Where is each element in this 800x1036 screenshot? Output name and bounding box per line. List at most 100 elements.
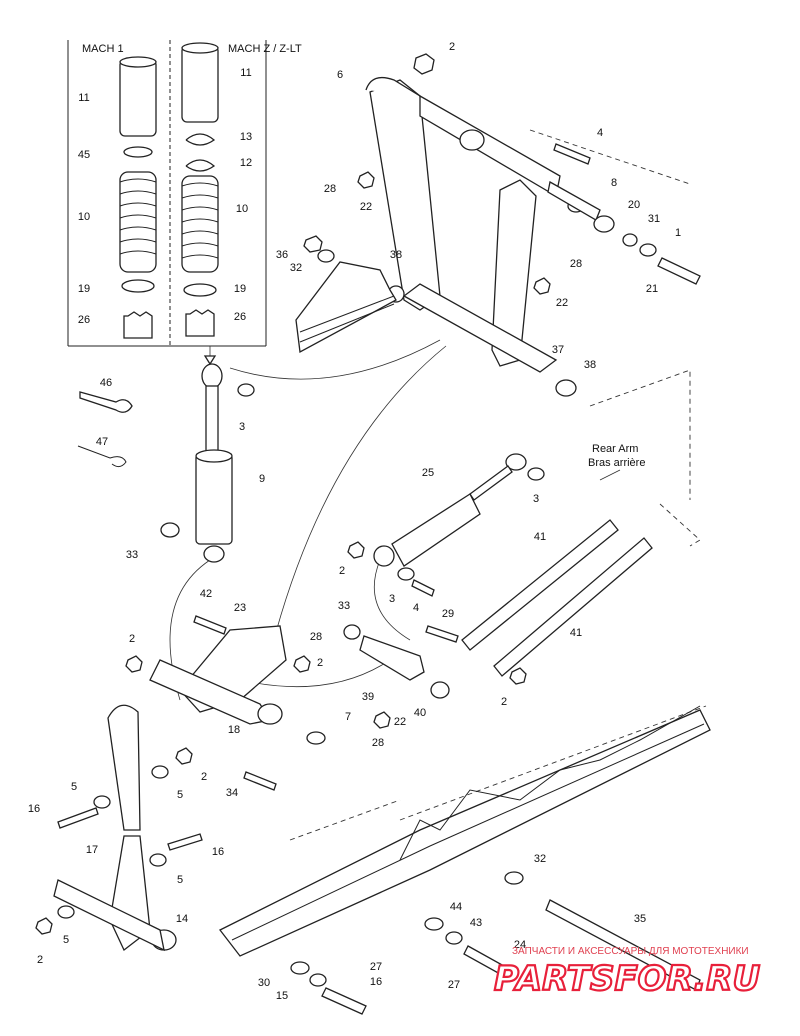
callout-l2b: 2 <box>339 565 345 577</box>
adjuster-26-right <box>185 309 215 337</box>
callout-l46: 46 <box>100 377 112 389</box>
callout-l2g: 2 <box>37 954 43 966</box>
callout-l28c: 28 <box>310 631 322 643</box>
callout-l44: 44 <box>450 901 462 913</box>
callout-l22c: 22 <box>394 716 406 728</box>
shock-absorber-25 <box>347 453 545 597</box>
callout-l21: 21 <box>646 283 658 295</box>
spring-mach1 <box>119 171 157 273</box>
washer-43 <box>445 931 463 945</box>
callout-l30: 30 <box>258 977 270 989</box>
callout-l2d: 2 <box>317 657 323 669</box>
washer-15 <box>309 973 327 987</box>
callout-l22b: 22 <box>556 297 568 309</box>
callout-l16c: 16 <box>370 976 382 988</box>
nut-2-arm <box>175 747 193 765</box>
callout-l28a: 28 <box>324 183 336 195</box>
callout-l10b: 10 <box>236 203 248 215</box>
callout-l42: 42 <box>200 588 212 600</box>
callout-l45: 45 <box>78 149 90 161</box>
callout-l39: 39 <box>362 691 374 703</box>
callout-l12: 12 <box>240 157 252 169</box>
callout-l6: 6 <box>337 69 343 81</box>
bolt-4-top <box>553 143 591 165</box>
callout-l36: 36 <box>276 249 288 261</box>
bolt-16-right <box>167 833 203 851</box>
callout-l2c: 2 <box>129 633 135 645</box>
spring-cover-machz <box>181 45 219 123</box>
front-arm-hardware <box>303 53 701 295</box>
header-mach-z: MACH Z / Z-LT <box>228 43 302 55</box>
bushing-3-c <box>397 567 415 581</box>
callout-l32b: 32 <box>534 853 546 865</box>
callout-l16a: 16 <box>28 803 40 815</box>
washer-32 <box>504 871 524 885</box>
rear-lower-arm <box>35 704 203 952</box>
callout-l3b: 3 <box>533 493 539 505</box>
callout-l40: 40 <box>414 707 426 719</box>
link-39 <box>343 624 527 729</box>
bolt-16-left <box>57 807 99 829</box>
callout-l9: 9 <box>259 473 265 485</box>
callout-l11a: 11 <box>78 92 89 104</box>
callout-l16b: 16 <box>212 846 224 858</box>
bolt-4-mid <box>411 579 435 597</box>
callout-l3c: 3 <box>389 593 395 605</box>
slide-rail <box>219 705 711 957</box>
adjuster-26-left <box>123 311 153 339</box>
callout-l11b: 11 <box>240 67 251 79</box>
callout-l2f: 2 <box>201 771 207 783</box>
nut-2-link <box>509 667 527 685</box>
nut-22-top <box>357 171 375 189</box>
watermark: ЗАПЧАСТИ И АКСЕССУАРЫ ДЛЯ МОТОТЕХНИКИ PA… <box>493 946 761 1000</box>
bushing-3-b <box>527 467 545 481</box>
callout-l34: 34 <box>226 787 238 799</box>
nut-22-low <box>373 711 391 729</box>
callout-l41b: 41 <box>570 627 582 639</box>
bolt-42 <box>193 615 227 635</box>
bushing-3-a <box>237 383 255 397</box>
rear-arm-links <box>461 469 653 677</box>
spacer-45 <box>123 146 153 158</box>
track-fragment-top <box>295 261 397 354</box>
callout-l7: 7 <box>345 711 351 723</box>
bracket-assembly-23 <box>125 615 326 791</box>
nut-22-mid <box>533 277 551 295</box>
bushing-20 <box>593 215 615 233</box>
bolt-21 <box>657 257 701 285</box>
watermark-tagline: ЗАПЧАСТИ И АКСЕССУАРЫ ДЛЯ МОТОТЕХНИКИ <box>512 946 749 957</box>
callout-l38b: 38 <box>584 359 596 371</box>
callout-l32a: 32 <box>290 262 302 274</box>
callout-l33b: 33 <box>338 600 350 612</box>
rear-arm-label-fr: Bras arrière <box>588 457 645 469</box>
callout-l26b: 26 <box>234 311 246 323</box>
callout-l23: 23 <box>234 602 246 614</box>
callout-l22a: 22 <box>360 201 372 213</box>
callout-l38a: 38 <box>390 249 402 261</box>
bolt-24 <box>463 945 505 975</box>
arrow-down-icon <box>203 355 217 366</box>
callout-l4a: 4 <box>597 127 603 139</box>
bushing-33-a <box>160 522 180 538</box>
rear-arm-label-en: Rear Arm <box>592 443 638 455</box>
callout-l31: 31 <box>648 213 660 225</box>
callout-l41a: 41 <box>534 531 546 543</box>
bolt-16-bottom <box>321 987 367 1015</box>
clip-13 <box>185 133 216 146</box>
ring-19-left <box>121 279 155 293</box>
front-arm-assembly <box>365 76 601 397</box>
callout-l19a: 19 <box>78 283 90 295</box>
callout-l24: 24 <box>514 939 526 951</box>
axle-35 <box>545 899 701 991</box>
ring-19-right <box>183 283 217 297</box>
bolt-29 <box>425 625 459 643</box>
rail-hardware <box>290 871 701 1015</box>
callout-l15: 15 <box>276 990 288 1002</box>
callout-l13: 13 <box>240 131 252 143</box>
callout-l26a: 26 <box>78 314 90 326</box>
washer-7 <box>306 731 326 745</box>
callout-l47: 47 <box>96 436 108 448</box>
callout-l25: 25 <box>422 467 434 479</box>
callout-l17: 17 <box>86 844 98 856</box>
